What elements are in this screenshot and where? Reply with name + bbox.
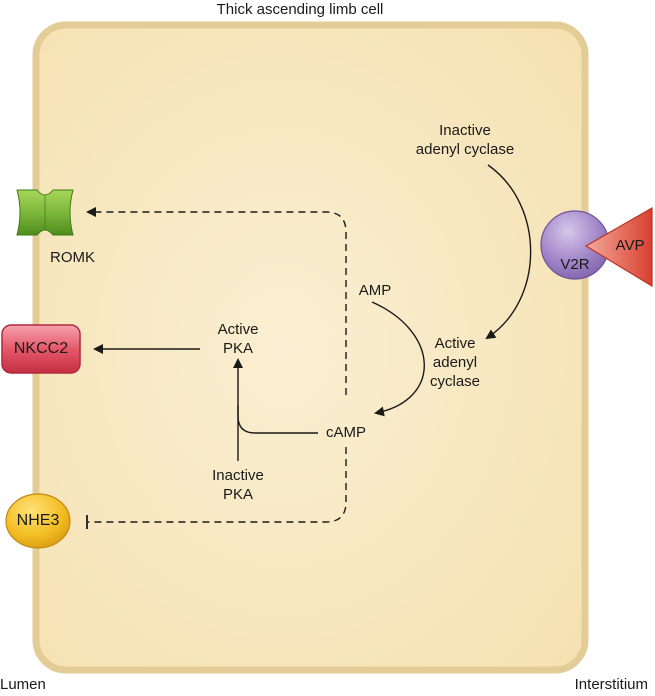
inactive-pka-label: Inactive PKA <box>212 467 264 503</box>
active-pka-label: Active PKA <box>217 321 259 357</box>
nhe3-exchanger-shape <box>5 493 71 549</box>
arrow-amp-to-camp <box>371 301 425 417</box>
lumen-label: Lumen <box>0 676 46 693</box>
dashed-arrow-camp-to-romk <box>86 207 347 395</box>
active-adenyl-cyclase-label: Active adenyl cyclase <box>429 335 481 390</box>
avp-label: AVP <box>615 237 645 254</box>
nkcc2-label: NKCC2 <box>13 340 69 357</box>
avp-ligand-shape <box>584 206 653 288</box>
romk-label: ROMK <box>50 249 95 266</box>
dashed-inhibit-camp-to-nhe3 <box>88 447 347 523</box>
nkcc2-transporter-shape <box>1 324 81 374</box>
camp-label: cAMP <box>325 424 366 441</box>
interstitium-label: Interstitium <box>574 676 648 693</box>
amp-label: AMP <box>358 282 392 299</box>
inactive-adenyl-cyclase-label: Inactive adenyl cyclase <box>415 122 515 158</box>
nhe3-label: NHE3 <box>16 512 60 529</box>
diagram-title: Thick ascending limb cell <box>216 1 384 18</box>
arrow-activation-cyclase <box>485 164 532 340</box>
romk-channel-icon <box>16 189 74 236</box>
v2r-label: V2R <box>560 256 590 273</box>
